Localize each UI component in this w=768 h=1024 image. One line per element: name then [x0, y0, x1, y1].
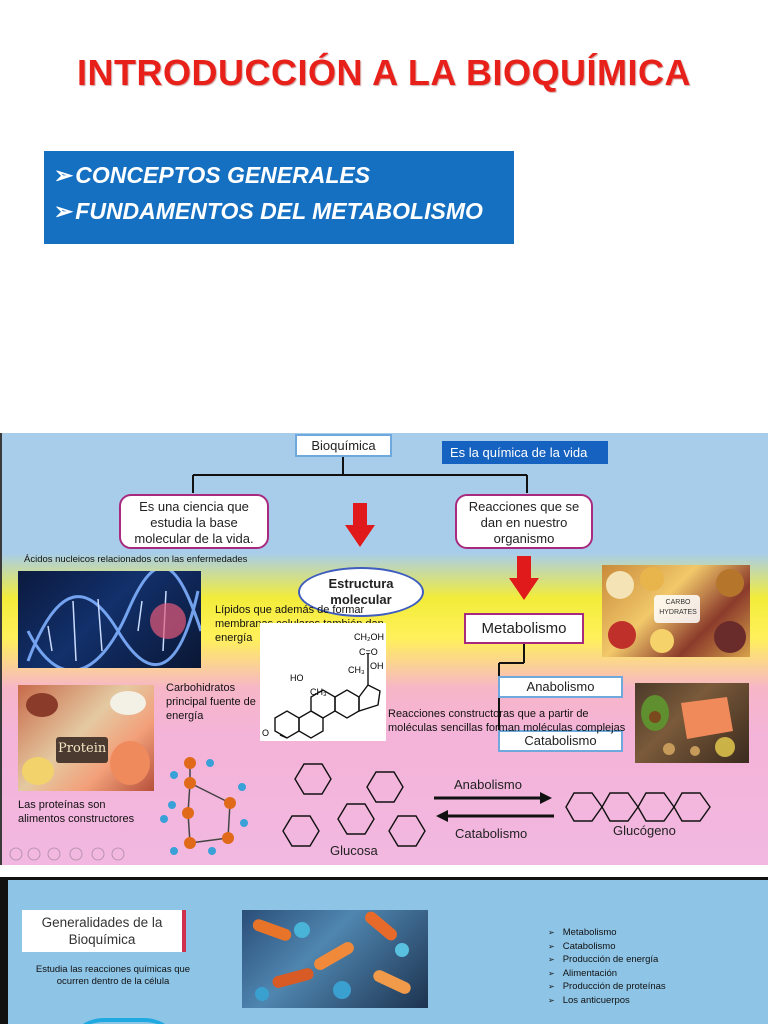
steroid-molecule-diagram: CH₂OH C=O OH HO CH₃ CH₃ O — [262, 632, 384, 739]
healthy-food-image — [635, 683, 749, 763]
carbo-label-line1: CARBO — [665, 599, 691, 606]
arrow-bullet-icon: ➢ — [548, 968, 555, 978]
glucose-molecule-icon — [160, 757, 248, 855]
metabolism-node: Metabolismo — [464, 613, 584, 644]
catabolism-arrow-label: Catabolismo — [455, 826, 528, 841]
concept-map-slide: Bioquímica Es la química de la vida Es u… — [0, 433, 768, 865]
list-item-label: Catabolismo — [562, 940, 616, 952]
science-label: Es una ciencia que estudia la base molec… — [134, 499, 254, 546]
generalities-caption: Estudia las reacciones químicas que ocur… — [35, 964, 191, 987]
arrow-bullet-icon: ➢ — [54, 198, 74, 224]
carbs-caption: Carbohidratos principal fuente de energí… — [166, 682, 256, 722]
topics-box: ➢CONCEPTOS GENERALES ➢FUNDAMENTOS DEL ME… — [44, 151, 514, 244]
arrow-bullet-icon: ➢ — [548, 928, 555, 937]
co-label: C=O — [359, 647, 378, 657]
arrow-bullet-icon: ➢ — [548, 982, 555, 992]
anabolism-arrow-label: Anabolismo — [454, 777, 522, 792]
glycogen-label: Glucógeno — [613, 823, 676, 838]
list-item-label: Metabolismo — [562, 927, 617, 938]
metabolism-label: Metabolismo — [481, 620, 567, 637]
list-item: ➢ Metabolismo — [548, 926, 666, 940]
generalities-title: Generalidades de la Bioquímica — [41, 915, 163, 947]
nucleic-caption: Ácidos nucleicos relacionados con las en… — [24, 554, 248, 565]
decorative-arc — [64, 1018, 184, 1024]
list-item-label: Producción de proteínas — [562, 981, 666, 993]
topic-item: ➢CONCEPTOS GENERALES — [54, 157, 504, 193]
glucose-label: Glucosa — [330, 843, 378, 858]
topic-label: FUNDAMENTOS DEL METABOLISMO — [75, 198, 483, 224]
generalities-title-box: Generalidades de la Bioquímica — [22, 910, 186, 952]
list-item: ➢ Producción de energía — [548, 953, 666, 967]
ch2oh-label: CH₂OH — [354, 632, 384, 642]
reactions-node: Reacciones que se dan en nuestro organis… — [455, 494, 593, 549]
bacteria-icon — [252, 911, 411, 1001]
right-arrow-icon — [434, 792, 552, 804]
structure-label: Estructura molecular — [328, 576, 394, 607]
anabolism-label: Anabolismo — [526, 679, 595, 694]
list-item-label: Los anticuerpos — [562, 994, 630, 1006]
dna-image — [18, 571, 201, 668]
anabolic-description: Reacciones constructoras que a partir de… — [388, 708, 626, 734]
salmon-avocado-icon — [641, 695, 735, 757]
list-item-label: Producción de energía — [562, 954, 659, 966]
arrow-bullet-icon: ➢ — [54, 162, 74, 188]
root-node: Bioquímica — [295, 434, 392, 457]
arrow-bullet-icon: ➢ — [548, 995, 555, 1005]
structure-ellipse: Estructura molecular — [298, 567, 424, 617]
glycogen-chain-icon — [565, 792, 711, 822]
list-item-label: Alimentación — [562, 967, 618, 979]
food-bowls-icon — [606, 567, 746, 653]
protein-caption: Las proteínas son alimentos constructore… — [18, 799, 135, 825]
page-title: INTRODUCCIÓN A LA BIOQUÍMICA — [77, 52, 691, 93]
generalities-bullet-list: ➢ Metabolismo ➢ Catabolismo ➢ Producción de… — [548, 926, 666, 1008]
media-controls[interactable] — [8, 846, 128, 862]
generalities-slide: Generalidades de la Bioquímica Estudia l… — [0, 877, 768, 1024]
catabolism-label: Catabolismo — [524, 733, 597, 748]
red-arrow-icon — [345, 503, 375, 547]
protein-food-image: Protein — [18, 685, 154, 791]
topic-item: ➢FUNDAMENTOS DEL METABOLISMO — [54, 193, 504, 229]
steroid-structure-image: CH₂OH C=O OH HO CH₃ CH₃ O — [260, 623, 386, 741]
arrow-bullet-icon: ➢ — [548, 941, 555, 951]
ch3-label: CH₃ — [310, 687, 327, 697]
definition-label: Es la química de la vida — [442, 441, 608, 464]
left-arrow-icon — [436, 810, 554, 822]
root-label: Bioquímica — [311, 438, 376, 453]
list-item: ➢ Alimentación — [548, 967, 666, 981]
anabolism-node: Anabolismo — [498, 676, 623, 698]
dna-helix-icon — [26, 571, 201, 668]
o-label: O — [262, 728, 269, 738]
carbo-label-line2: HYDRATES — [659, 609, 697, 616]
oh-label: OH — [370, 661, 384, 671]
cell-bacteria-image — [242, 910, 428, 1008]
list-item: ➢ Los anticuerpos — [548, 994, 666, 1008]
glucose-hexagons-icon — [282, 763, 426, 847]
list-item: ➢ Catabolismo — [548, 940, 666, 954]
ch3-label: CH₃ — [348, 665, 365, 675]
red-arrow-icon — [509, 556, 539, 600]
carbo-label: CARBO HYDRATES — [656, 598, 700, 618]
science-node: Es una ciencia que estudia la base molec… — [119, 494, 269, 549]
list-item: ➢ Producción de proteínas — [548, 980, 666, 994]
ho-label: HO — [290, 673, 304, 683]
topic-label: CONCEPTOS GENERALES — [75, 162, 371, 188]
carbohydrates-image: CARBO HYDRATES — [602, 565, 750, 657]
reactions-label: Reacciones que se dan en nuestro organis… — [468, 499, 580, 546]
protein-label: Protein — [58, 741, 107, 756]
arrow-bullet-icon: ➢ — [548, 955, 555, 965]
protein-foods-icon — [22, 691, 150, 785]
playback-controls-icon — [9, 847, 125, 861]
catabolism-node: Catabolismo — [498, 730, 623, 752]
